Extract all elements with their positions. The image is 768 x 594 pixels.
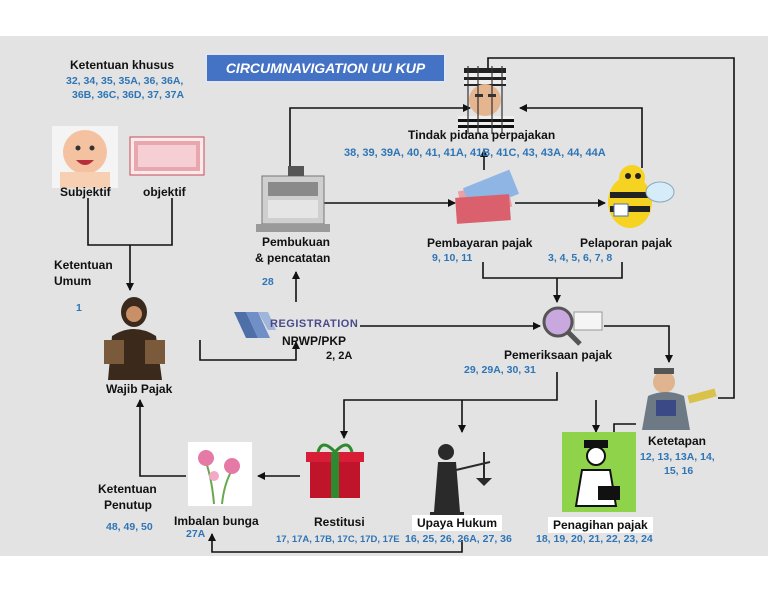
page-title: CIRCUMNAVIGATION UU KUP: [205, 53, 446, 83]
pembukuan-line2: & pencatatan: [255, 251, 331, 265]
restitusi-label: Restitusi: [314, 515, 365, 529]
tax-collector-icon: [562, 432, 636, 512]
ketentuan-penutup-line2: Penutup: [104, 498, 152, 512]
ketentuan-umum-line1: Ketentuan: [54, 258, 113, 272]
flower-icon: [188, 442, 252, 506]
upaya-hukum-label: Upaya Hukum: [412, 515, 503, 531]
wajib-pajak-label: Wajib Pajak: [106, 382, 173, 396]
tindak-pidana-label: Tindak pidana perpajakan: [408, 128, 556, 142]
subjektif-label: Subjektif: [60, 185, 111, 199]
upaya-hukum-num: 16, 25, 26, 26A, 27, 36: [405, 533, 512, 545]
pembukuan-num: 28: [262, 276, 274, 288]
pembayaran-label: Pembayaran pajak: [427, 236, 533, 250]
tax-officer-icon: [642, 368, 717, 430]
justice-statue-icon: [430, 444, 492, 518]
money-icon: [455, 169, 520, 224]
pembukuan-line1: Pembukuan: [262, 235, 331, 249]
ketentuan-umum-num: 1: [76, 302, 82, 314]
cash-register-icon: [256, 166, 330, 232]
connector-lines: [87, 57, 735, 553]
prisoner-icon: [458, 66, 514, 134]
person-hijab-icon: [104, 297, 165, 380]
penagihan-num: 18, 19, 20, 21, 22, 23, 24: [536, 533, 653, 545]
pemeriksaan-label: Pemeriksaan pajak: [504, 348, 613, 362]
ketentuan-khusus-num-2: 36B, 36C, 36D, 37, 37A: [72, 89, 185, 101]
registration-logo-text: REGISTRATION: [270, 318, 359, 330]
ketentuan-penutup-line1: Ketentuan: [98, 482, 157, 496]
ketentuan-khusus-num-1: 32, 34, 35, 35A, 36, 36A,: [66, 75, 184, 87]
magnifier-icon: [542, 306, 603, 346]
ketetapan-label: Ketetapan: [648, 434, 707, 448]
pelaporan-num: 3, 4, 5, 6, 7, 8: [548, 252, 613, 264]
ketentuan-penutup-num: 48, 49, 50: [106, 521, 153, 533]
pembayaran-num: 9, 10, 11: [432, 252, 473, 264]
pemeriksaan-num: 29, 29A, 30, 31: [464, 364, 536, 376]
ketetapan-num-2: 15, 16: [664, 465, 694, 477]
npwp-pkp-num: 2, 2A: [326, 350, 353, 362]
imbalan-bunga-num: 27A: [186, 528, 206, 540]
ketetapan-num-1: 12, 13, 13A, 14,: [640, 451, 715, 463]
pelaporan-label: Pelaporan pajak: [580, 236, 673, 250]
bee-icon: [608, 165, 675, 228]
diagram-background: [0, 36, 768, 556]
imbalan-bunga-label: Imbalan bunga: [174, 514, 259, 528]
tindak-pidana-num: 38, 39, 39A, 40, 41, 41A, 41B, 41C, 43, …: [344, 147, 606, 159]
money-bundle-icon: [129, 136, 205, 176]
objektif-label: objektif: [143, 185, 186, 199]
ketentuan-khusus-label: Ketentuan khusus: [70, 58, 175, 72]
gift-box-icon: [306, 443, 364, 498]
baby-photo-icon: [52, 126, 118, 188]
registration-logo-icon: [234, 312, 276, 338]
npwp-pkp-label: NPWP/PKP: [282, 334, 347, 348]
restitusi-num: 17, 17A, 17B, 17C, 17D, 17E: [276, 534, 400, 545]
penagihan-label: Penagihan pajak: [548, 517, 653, 533]
ketentuan-umum-line2: Umum: [54, 274, 92, 288]
